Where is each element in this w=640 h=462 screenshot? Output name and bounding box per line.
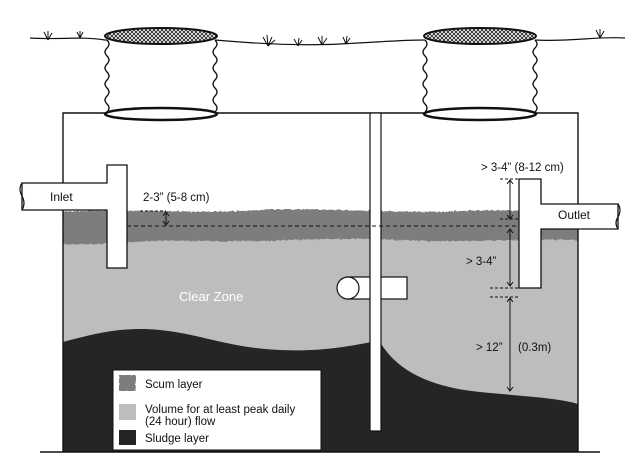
legend-box (112, 369, 322, 451)
legend-label-volume-line1: Volume for at least peak daily (145, 404, 295, 416)
legend-swatch-sludge (119, 430, 136, 445)
legend-label-scum: Scum layer (145, 379, 203, 391)
inlet-gap-label: 2-3” (5-8 cm) (143, 192, 210, 204)
dimension-lines (127, 178, 519, 392)
inlet-riser-lid (104, 27, 218, 45)
sludge-clearance-metric-label: (0.3m) (518, 342, 551, 354)
inlet-riser (103, 27, 219, 122)
outlet-mid-label: > 3-4” (466, 256, 497, 268)
ground-line (29, 37, 626, 46)
sludge-clearance-label: > 12” (476, 342, 503, 354)
legend-swatch-scum (119, 375, 136, 391)
scum-layer (63, 209, 578, 245)
transfer-pipe (336, 276, 408, 300)
baffle-wall (369, 112, 382, 432)
legend-label-volume-line2: (24 hour) flow (145, 416, 216, 428)
clear-zone-label: Clear Zone (179, 289, 243, 304)
legend-item-volume: Volume for at least peak daily (24 hour)… (119, 404, 295, 428)
legend-item-scum: Scum layer (119, 375, 203, 391)
legend: Scum layer Volume for at least peak dail… (112, 369, 322, 451)
grass-tufts (43, 29, 605, 47)
outlet-top-label: > 3-4” (8-12 cm) (481, 162, 564, 174)
inlet-pipe (21, 164, 128, 269)
tank-outline (62, 112, 579, 452)
legend-label-sludge: Sludge layer (145, 433, 209, 445)
inlet-label: Inlet (50, 190, 73, 204)
legend-swatch-volume (119, 404, 136, 420)
outlet-riser-lid (423, 27, 537, 45)
outlet-riser (422, 27, 538, 122)
outlet-label: Outlet (558, 208, 591, 222)
legend-item-sludge: Sludge layer (119, 430, 209, 445)
